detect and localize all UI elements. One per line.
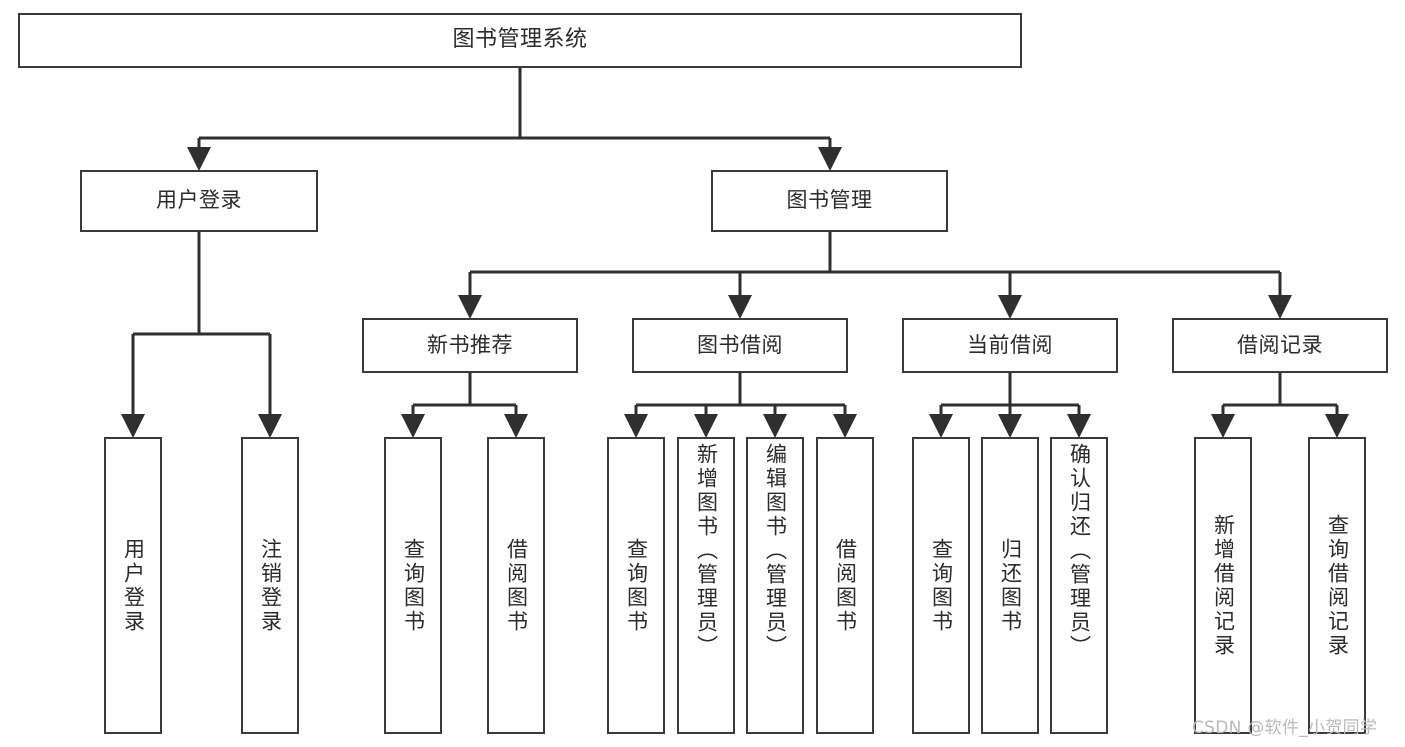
node-leaf-borrow-book-2[interactable]: 借阅图书 (816, 437, 874, 734)
node-leaf-borrow-book-1[interactable]: 借阅图书 (487, 437, 545, 734)
node-leaf-query-book-2[interactable]: 查询图书 (607, 437, 665, 734)
node-leaf-borrow-book-2-label: 借阅图书 (833, 537, 858, 634)
node-leaf-edit-book-label: 编辑图书（管理员） (763, 443, 788, 659)
node-leaf-logout-login-label: 注销登录 (258, 537, 283, 634)
node-leaf-query-book-1[interactable]: 查询图书 (384, 437, 442, 734)
node-current-borrow[interactable]: 当前借阅 (902, 318, 1118, 373)
watermark: CSDN @软件_小贺同学 (1192, 718, 1378, 738)
node-leaf-edit-book[interactable]: 编辑图书（管理员） (746, 437, 804, 734)
node-leaf-return-book-label: 归还图书 (998, 537, 1023, 634)
node-leaf-query-record[interactable]: 查询借阅记录 (1308, 437, 1366, 734)
node-root-label: 图书管理系统 (452, 27, 588, 53)
node-book-manage-label: 图书管理 (786, 188, 873, 213)
node-borrow-record[interactable]: 借阅记录 (1172, 318, 1388, 373)
node-leaf-confirm-return-label: 确认归还（管理员） (1067, 443, 1092, 659)
node-current-borrow-label: 当前借阅 (967, 332, 1053, 357)
node-new-book-recommend[interactable]: 新书推荐 (362, 318, 578, 373)
node-user-login[interactable]: 用户登录 (80, 170, 318, 232)
node-leaf-confirm-return[interactable]: 确认归还（管理员） (1050, 437, 1108, 734)
node-user-login-label: 用户登录 (156, 188, 242, 213)
node-leaf-user-login-label: 用户登录 (121, 537, 146, 634)
node-leaf-query-book-1-label: 查询图书 (401, 537, 426, 634)
node-leaf-return-book[interactable]: 归还图书 (981, 437, 1039, 734)
node-leaf-query-book-3-label: 查询图书 (929, 537, 954, 634)
node-leaf-logout-login[interactable]: 注销登录 (241, 437, 299, 734)
node-leaf-add-record-label: 新增借阅记录 (1211, 513, 1236, 658)
node-root[interactable]: 图书管理系统 (18, 13, 1022, 68)
node-borrow-record-label: 借阅记录 (1237, 332, 1323, 357)
node-leaf-borrow-book-1-label: 借阅图书 (504, 537, 529, 634)
node-leaf-query-book-2-label: 查询图书 (624, 537, 649, 634)
node-leaf-user-login[interactable]: 用户登录 (104, 437, 162, 734)
node-leaf-add-book[interactable]: 新增图书（管理员） (677, 437, 735, 734)
node-leaf-query-book-3[interactable]: 查询图书 (912, 437, 970, 734)
node-book-borrow-label: 图书借阅 (697, 332, 783, 357)
node-book-borrow[interactable]: 图书借阅 (632, 318, 848, 373)
node-book-manage[interactable]: 图书管理 (711, 170, 948, 232)
node-leaf-query-record-label: 查询借阅记录 (1325, 513, 1350, 658)
node-leaf-add-record[interactable]: 新增借阅记录 (1194, 437, 1252, 734)
node-new-book-recommend-label: 新书推荐 (427, 332, 513, 357)
node-leaf-add-book-label: 新增图书（管理员） (694, 443, 719, 659)
